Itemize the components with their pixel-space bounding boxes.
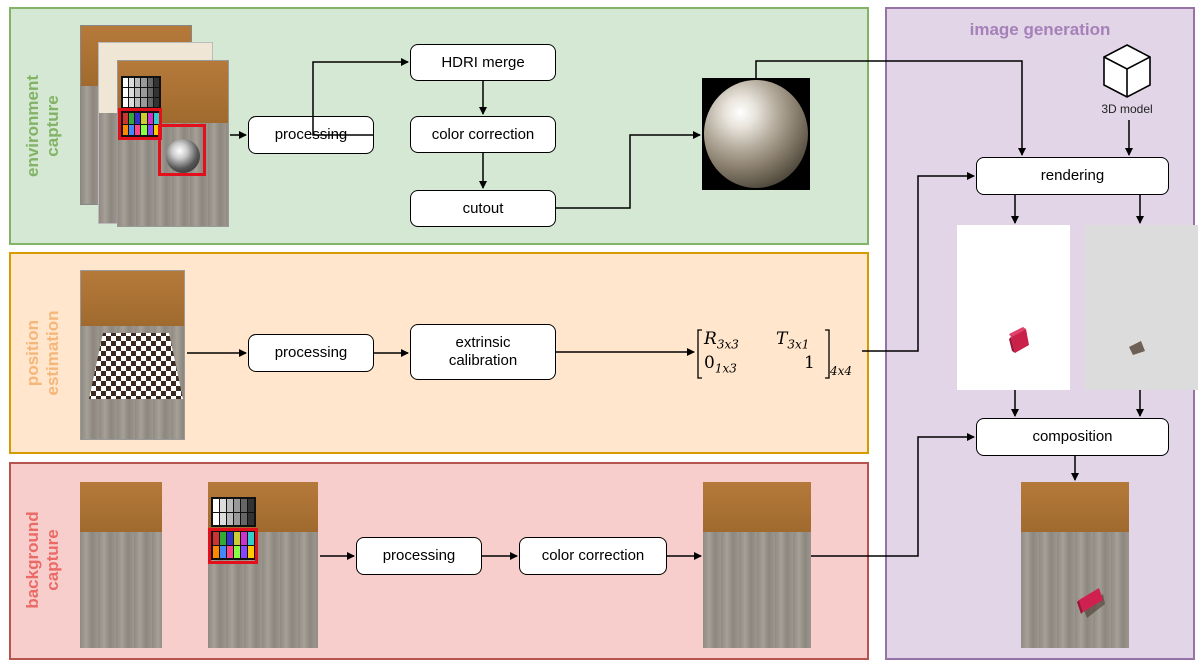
extrinsic-line1: extrinsic bbox=[455, 334, 511, 351]
bg-color-chart-highlight bbox=[208, 528, 258, 564]
matrix-r-sub: 3x3 bbox=[716, 337, 739, 352]
matrix-zero-sub: 1x3 bbox=[714, 361, 737, 376]
composition-box: composition bbox=[976, 418, 1169, 456]
cutout-box: cutout bbox=[410, 190, 556, 227]
matrix-t-sub: 3x1 bbox=[787, 337, 810, 352]
mirror-ball-highlight bbox=[158, 124, 206, 176]
bg-photo-raw bbox=[80, 482, 162, 648]
extrinsic-matrix: R3x3 T3x1 01x3 1 4x4 bbox=[696, 326, 856, 384]
checkerboard-photo bbox=[80, 270, 185, 440]
bg-photo-colorchart bbox=[208, 482, 318, 648]
render-object-image bbox=[957, 225, 1070, 390]
mirror-ball-icon bbox=[702, 78, 810, 190]
final-composite-image bbox=[1021, 482, 1129, 648]
matrix-zero: 0 bbox=[704, 353, 715, 373]
extrinsic-line2: calibration bbox=[448, 352, 518, 369]
bg-photo-corrected bbox=[703, 482, 811, 648]
bg-processing-box: processing bbox=[356, 537, 482, 575]
render-shadow-image bbox=[1085, 225, 1198, 390]
matrix-r: R bbox=[704, 329, 717, 349]
env-color-correction-box: color correction bbox=[410, 116, 556, 153]
bg-color-correction-box: color correction bbox=[519, 537, 667, 575]
matrix-t: T bbox=[776, 329, 788, 349]
hdri-merge-box: HDRI merge bbox=[410, 44, 556, 81]
matrix-outer-sub: 4x4 bbox=[830, 364, 853, 378]
rendering-box: rendering bbox=[976, 157, 1169, 195]
cube-icon bbox=[1099, 40, 1155, 100]
pos-processing-box: processing bbox=[248, 334, 374, 372]
env-photo-front bbox=[117, 60, 229, 227]
image-generation-title: image generation bbox=[969, 20, 1111, 39]
extrinsic-calibration-box: extrinsic calibration bbox=[410, 324, 556, 380]
model-label: 3D model bbox=[1101, 102, 1153, 116]
matrix-one: 1 bbox=[804, 353, 815, 373]
